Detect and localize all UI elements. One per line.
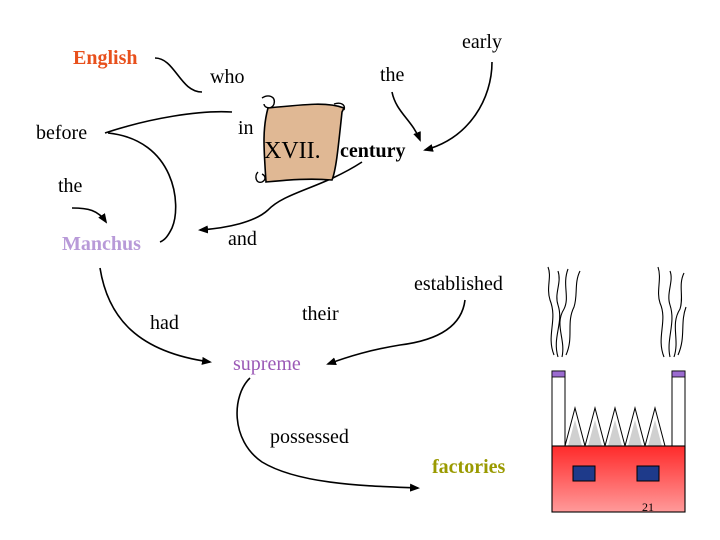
arrow-before-manchus xyxy=(107,132,177,243)
word-the-top: the xyxy=(380,64,405,86)
word-their: their xyxy=(302,303,339,325)
arrow-the-manchus xyxy=(71,207,108,224)
word-established: established xyxy=(414,273,503,295)
word-who: who xyxy=(210,66,245,88)
arrow-early-century xyxy=(423,61,493,152)
word-had: had xyxy=(150,312,179,334)
arrow-supreme-factories xyxy=(236,377,420,492)
word-before: before xyxy=(36,122,88,144)
factory-icon xyxy=(547,266,687,513)
arrow-english-who xyxy=(154,57,203,93)
arrow-before-in xyxy=(104,110,233,134)
word-century: century xyxy=(340,140,406,162)
page-number: 21 xyxy=(642,500,654,514)
arrow-established-supreme xyxy=(326,299,466,366)
word-early: early xyxy=(462,31,502,53)
arrow-the-century xyxy=(391,91,421,142)
word-and: and xyxy=(228,228,257,250)
word-the-left: the xyxy=(58,175,83,197)
word-possessed: possessed xyxy=(270,426,349,448)
word-factories: factories xyxy=(432,456,506,478)
word-in: in xyxy=(238,117,254,139)
scroll-icon xyxy=(255,95,346,184)
word-english: English xyxy=(73,47,138,69)
word-supreme: supreme xyxy=(233,353,301,375)
word-xvii: XVII. xyxy=(264,138,321,164)
arrow-manchus-supreme xyxy=(99,267,212,365)
word-manchus: Manchus xyxy=(62,233,141,255)
